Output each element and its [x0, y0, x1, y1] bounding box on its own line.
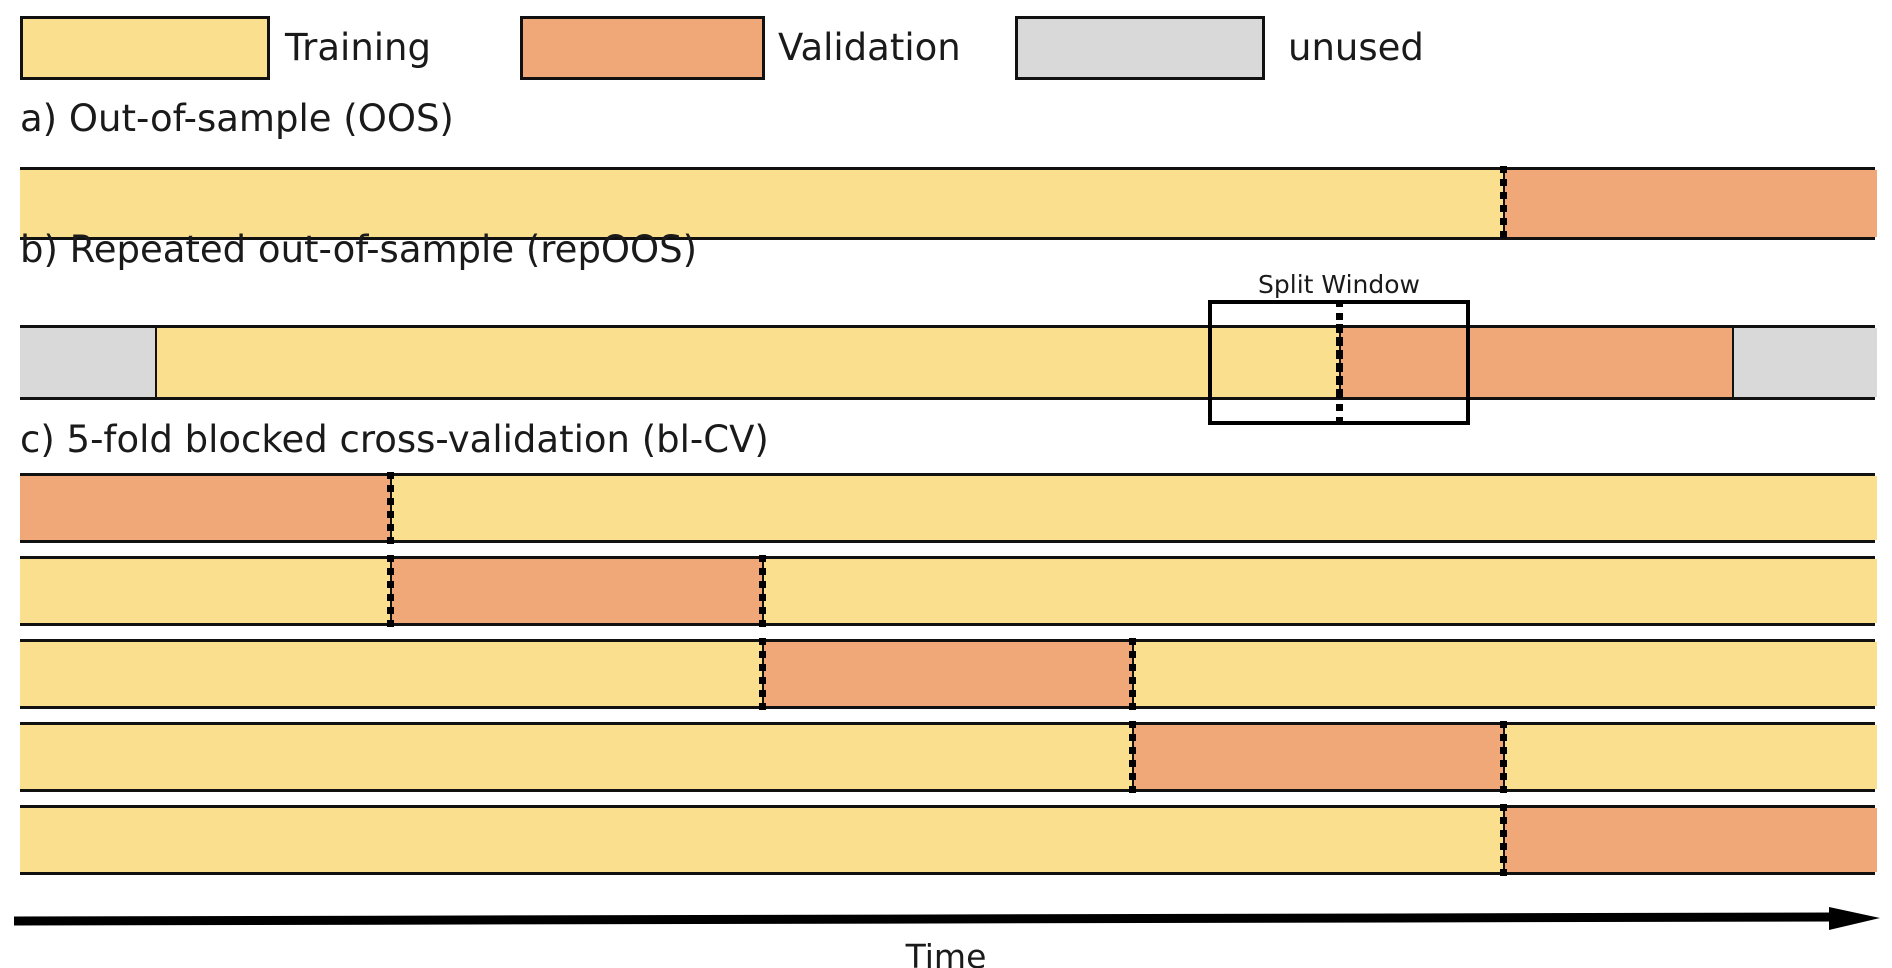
segment-training — [20, 725, 1133, 789]
split-window-label: Split Window — [1258, 270, 1420, 299]
split-marker — [1129, 638, 1137, 710]
bar-repoos — [20, 325, 1877, 400]
segment-validation — [1503, 170, 1877, 237]
segment-validation — [390, 559, 764, 623]
panel-caption-oos: a) Out-of-sample (OOS) — [20, 97, 454, 140]
segment-training — [390, 476, 1877, 540]
split-marker — [387, 472, 395, 544]
segment-training — [20, 642, 762, 706]
bar-oos — [20, 167, 1877, 240]
bar-blcv-fold-5 — [20, 805, 1877, 875]
time-axis-label: Time — [905, 937, 987, 968]
segment-validation — [20, 476, 391, 540]
bar-blcv-fold-4 — [20, 722, 1877, 792]
segment-training — [1503, 725, 1877, 789]
legend-label-validation: Validation — [778, 26, 961, 69]
split-marker — [387, 555, 395, 627]
split-window-marker — [1336, 300, 1344, 425]
segment-unused — [20, 328, 156, 397]
segment-validation — [1132, 725, 1506, 789]
split-marker — [1500, 721, 1508, 793]
legend-swatch-unused — [1015, 16, 1265, 80]
time-axis-arrow — [14, 907, 1880, 930]
segment-training — [20, 170, 1504, 237]
split-marker — [759, 638, 766, 710]
split-marker — [1500, 166, 1508, 241]
bar-blcv-fold-2 — [20, 556, 1877, 626]
legend-label-unused: unused — [1288, 26, 1424, 69]
panel-caption-blcv: c) 5-fold blocked cross-validation (bl-C… — [20, 418, 769, 461]
segment-validation — [1339, 328, 1735, 397]
split-marker — [1500, 804, 1508, 876]
segment-training — [20, 808, 1504, 872]
segment-validation — [1503, 808, 1877, 872]
segment-validation — [762, 642, 1135, 706]
segment-training — [20, 559, 391, 623]
split-marker — [1129, 721, 1137, 793]
bar-blcv-fold-3 — [20, 639, 1877, 709]
bar-blcv-fold-1 — [20, 473, 1877, 543]
legend-swatch-validation — [520, 16, 765, 80]
segment-unused — [1732, 328, 1877, 397]
legend-swatch-training — [20, 16, 270, 80]
segment-training — [1132, 642, 1877, 706]
legend-label-training: Training — [285, 26, 431, 69]
segment-training — [155, 328, 1342, 397]
panel-caption-repoos: b) Repeated out-of-sample (repOOS) — [20, 228, 698, 271]
segment-training — [762, 559, 1877, 623]
split-marker — [759, 555, 766, 627]
